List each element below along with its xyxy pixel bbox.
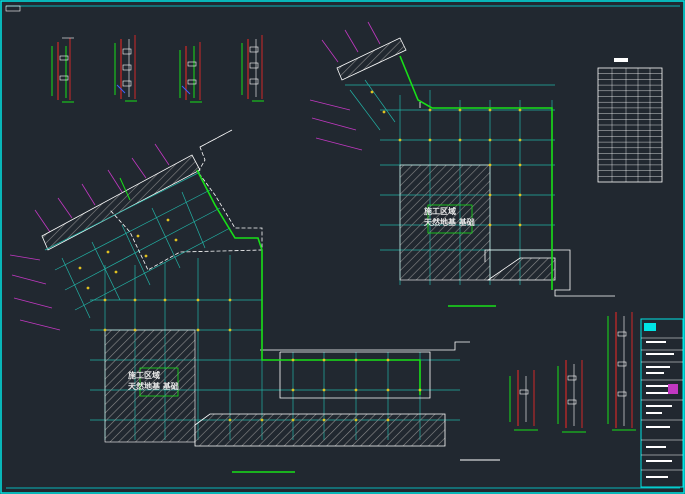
section-detail	[114, 35, 137, 102]
schedule-title	[614, 58, 628, 62]
schedule-table	[597, 58, 663, 183]
section-detail	[51, 37, 74, 103]
right-plan: 施工区域 天然地基 基础	[309, 21, 615, 307]
zone-label-line1: 施工区域	[128, 370, 160, 380]
section-detail	[241, 35, 264, 102]
section-details-top	[51, 35, 264, 103]
zone-label-line2: 天然地基 基础	[128, 381, 179, 391]
zone-label-line2: 天然地基 基础	[424, 217, 475, 227]
left-plan: 施工区域 天然地基 基础	[9, 129, 500, 473]
sheet-tag	[5, 5, 21, 12]
title-block	[640, 318, 684, 488]
section-detail	[179, 42, 202, 103]
zone-label-line1: 施工区域	[424, 206, 456, 216]
section-details-bottom	[509, 312, 636, 433]
